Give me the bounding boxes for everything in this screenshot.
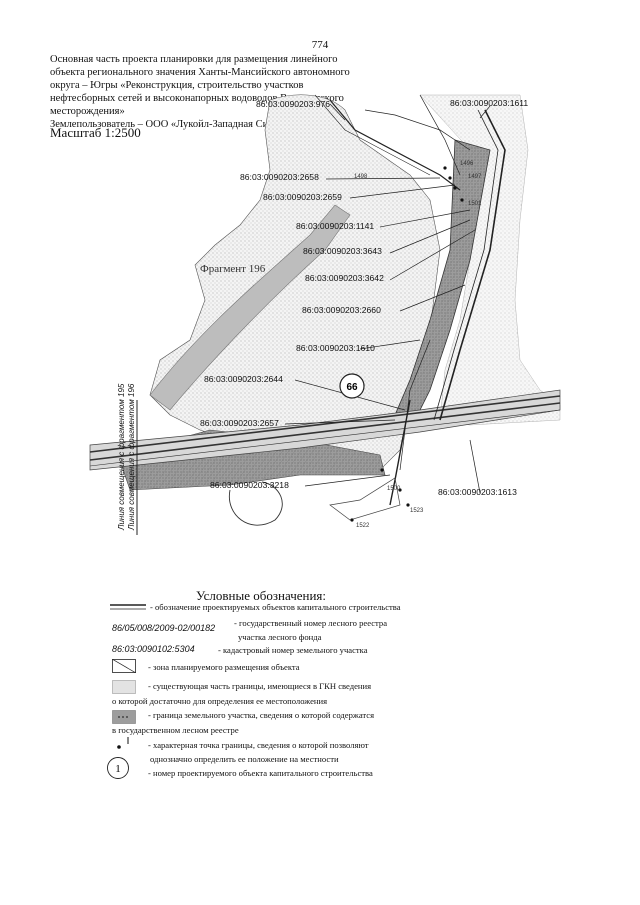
point-label: 1497 xyxy=(468,174,482,180)
cadastral-label: 86:03:0090203:1611 xyxy=(450,98,528,108)
cadastral-label: 86:03:0090203:2659 xyxy=(263,192,342,202)
cadastral-label: 86:03:0090203:2658 xyxy=(240,172,319,182)
cadastral-label: 86:03:0090203:2644 xyxy=(204,374,283,384)
legend-object-number: 1 xyxy=(115,763,121,775)
pipeline-corridor-hatch xyxy=(395,140,490,420)
legend-text: - граница земельного участка, сведения о… xyxy=(148,710,375,720)
point-label: 1522 xyxy=(356,523,370,529)
fragment-label: Фрагмент 196 xyxy=(200,263,266,275)
cadastral-label: 86:03:0090203:976 xyxy=(256,99,330,109)
legend-object-number-symbol: 1 xyxy=(107,757,129,779)
legend-text: - кадастровый номер земельного участка xyxy=(218,645,368,655)
forest-area-right xyxy=(419,94,561,426)
point-label: 1498 xyxy=(354,174,368,180)
legend-zone-symbol xyxy=(112,659,136,673)
corridor-band xyxy=(149,204,351,411)
header-line: нефтесборных сетей и высоконапорных водо… xyxy=(50,93,344,104)
legend-forest-boundary-symbol xyxy=(112,710,136,724)
side-label: Линия совмещения с фрагментом 195 xyxy=(117,383,126,531)
legend-text: в государственном лесном реестре xyxy=(112,725,239,735)
legend-text: - характерная точка границы, сведения о … xyxy=(148,740,369,750)
header-line: округа – Югры «Реконструкция, строительс… xyxy=(50,80,304,91)
point-label: 1500 xyxy=(387,486,401,492)
boundary-points xyxy=(350,166,464,522)
legend-text: - зона планируемого размещения объекта xyxy=(148,662,300,672)
legend-text: о которой достаточно для определения ее … xyxy=(112,696,328,706)
cadastral-label: 86:03:0090203:3642 xyxy=(305,273,384,283)
cadastral-label: 86:03:0090203:3218 xyxy=(210,480,289,490)
legend-text: участка лесного фонда xyxy=(238,632,322,642)
map-canvas: 1496 1497 1498 1500 1501 1522 1523 66 Фр… xyxy=(89,94,561,535)
cadastral-label: 86:03:0090203:1610 xyxy=(296,343,375,353)
point-label: 1523 xyxy=(410,508,424,514)
land-user-line: Землепользователь – ООО «Лукойл-Западная… xyxy=(50,119,295,130)
map-scale: Масштаб 1:2500 xyxy=(50,125,141,140)
boundary-line xyxy=(329,477,401,521)
cadastral-label: 86:03:0090203:1613 xyxy=(438,487,517,497)
projected-lines xyxy=(314,94,506,506)
legend-text: - обозначение проектируемых объектов кап… xyxy=(150,602,401,612)
cadastral-label: 86:03:0090203:2657 xyxy=(200,418,279,428)
boundary-curve xyxy=(228,481,283,526)
cadastral-label: 86:03:0090203:2660 xyxy=(302,305,381,315)
road-lines xyxy=(89,395,561,467)
cadastral-label: 86:03:0090203:3643 xyxy=(303,246,382,256)
side-label: Линия совмещения с фрагментом 196 xyxy=(127,383,136,531)
legend-title: Условные обозначения: xyxy=(196,588,327,603)
legend-point-symbol xyxy=(117,737,129,749)
legend-code: 86:03:0090102:5304 xyxy=(112,644,195,654)
object-number-circle xyxy=(339,373,365,399)
leader-lines xyxy=(284,103,491,494)
document-header: Основная часть проекта планировки для ра… xyxy=(50,53,390,131)
header-line: объекта регионального значения Ханты-Ман… xyxy=(50,67,350,78)
legend-text: - существующая часть границы, имеющиеся … xyxy=(148,681,372,691)
header-line: месторождения» xyxy=(50,106,125,117)
header-line: Основная часть проекта планировки для ра… xyxy=(50,54,338,65)
legend-text: однозначно определить ее положение на ме… xyxy=(150,754,339,764)
legend-text: - государственный номер лесного реестра xyxy=(234,618,388,628)
point-label: 1496 xyxy=(460,161,474,167)
page-number: 774 xyxy=(311,39,329,51)
legend-existing-boundary-symbol xyxy=(112,680,136,694)
cadastral-label: 86:03:0090203:1141 xyxy=(296,221,374,231)
legend-text: - номер проектируемого объекта капитальн… xyxy=(148,768,373,778)
legend-code: 86/05/008/2009-02/00182 xyxy=(112,623,216,633)
object-number: 66 xyxy=(346,382,358,393)
point-label: 1501 xyxy=(468,201,482,207)
legend-projected-object-symbol xyxy=(110,604,146,610)
